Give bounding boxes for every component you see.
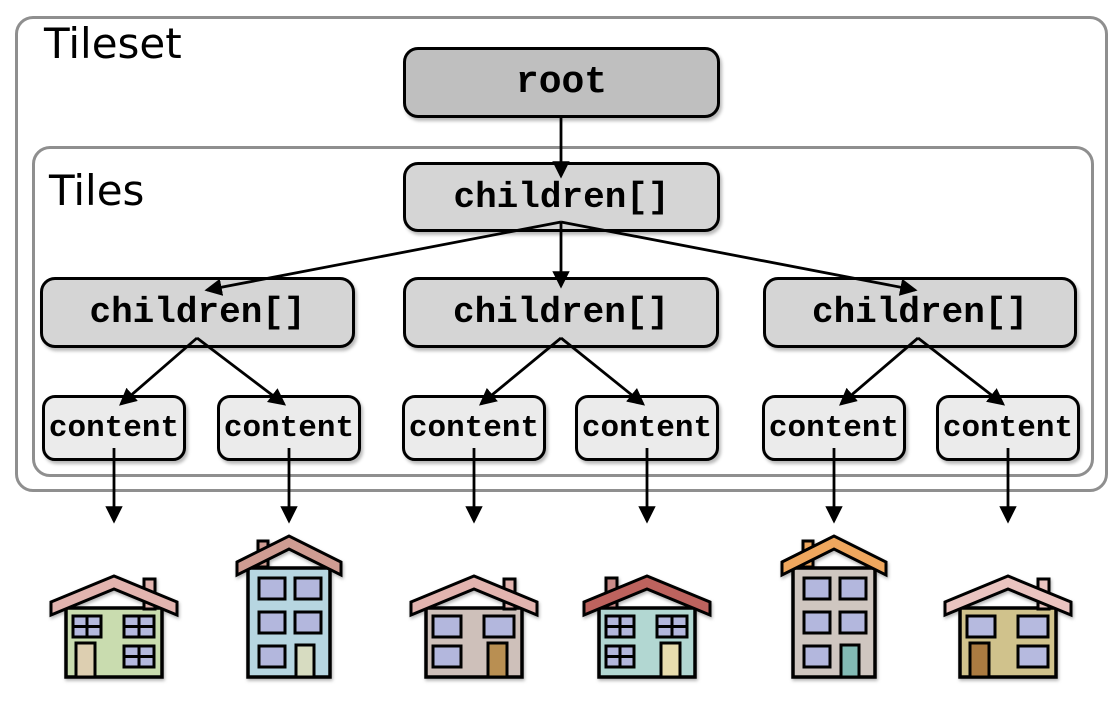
- content-node-4: content: [575, 395, 719, 461]
- tileset-group-box: [15, 16, 1108, 492]
- tiles-group-box: [32, 146, 1094, 477]
- house-2-illustration: [235, 534, 343, 679]
- children-array-node-top: children[]: [403, 162, 720, 232]
- children-array-node-middle: children[]: [403, 277, 719, 348]
- house-5-illustration: [780, 534, 888, 679]
- tiles-label: Tiles: [49, 166, 145, 215]
- content-node-6: content: [936, 395, 1080, 461]
- house-1-illustration: [49, 574, 179, 679]
- house-4-illustration: [582, 574, 712, 679]
- content-node-3: content: [402, 395, 546, 461]
- content-node-2: content: [217, 395, 361, 461]
- house-3-illustration: [409, 574, 539, 679]
- house-6-illustration: [943, 574, 1073, 679]
- children-array-node-left: children[]: [40, 277, 355, 348]
- children-array-node-right: children[]: [763, 277, 1077, 348]
- content-node-5: content: [762, 395, 906, 461]
- content-node-1: content: [42, 395, 186, 461]
- root-node: root: [403, 47, 720, 118]
- tileset-label: Tileset: [44, 19, 182, 68]
